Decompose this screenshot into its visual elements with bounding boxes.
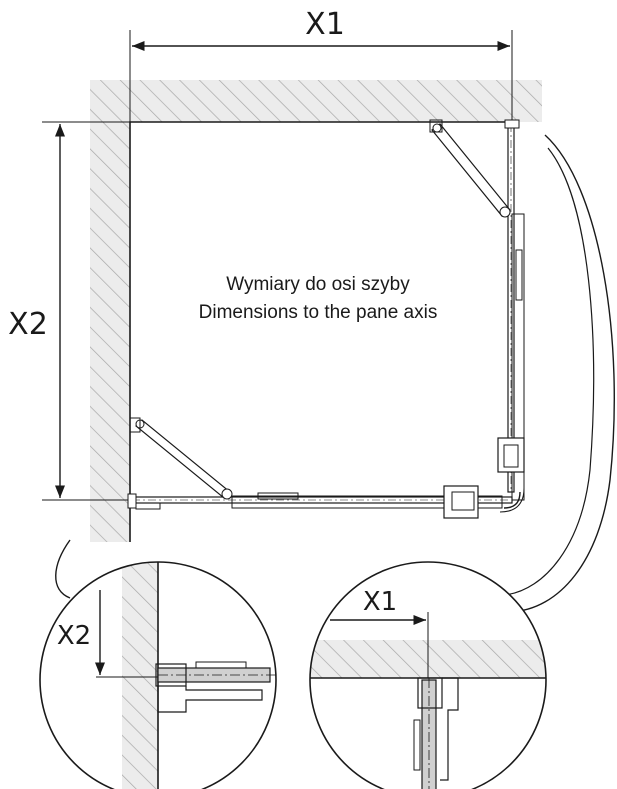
- note-line-2: Dimensions to the pane axis: [199, 302, 438, 323]
- bottom-glass-pane: [127, 485, 525, 519]
- x2-label: X2: [8, 307, 48, 342]
- detail-x1-label: X1: [363, 587, 397, 617]
- right-glass-pane: [497, 119, 525, 501]
- bottom-right-bracket: [443, 485, 479, 519]
- left-callout-tail: [55, 539, 71, 599]
- bottom-stabilizer-arm: [129, 417, 233, 500]
- top-wall: [90, 80, 542, 122]
- dimension-x2: X2: [8, 121, 130, 501]
- detail-right: X1: [309, 561, 547, 789]
- walls: [90, 80, 542, 542]
- top-stabilizer-arm: [429, 119, 511, 218]
- x1-label: X1: [305, 7, 345, 42]
- detail-x2-label: X2: [57, 621, 91, 651]
- left-wall: [90, 80, 130, 542]
- right-lower-bracket: [497, 437, 525, 473]
- wall-inner-edge: [129, 121, 516, 542]
- note-line-1: Wymiary do osi szyby: [226, 274, 410, 295]
- detail-left: X2: [39, 561, 277, 789]
- dimension-x1: X1: [129, 7, 513, 122]
- right-callout-tail: [509, 134, 615, 613]
